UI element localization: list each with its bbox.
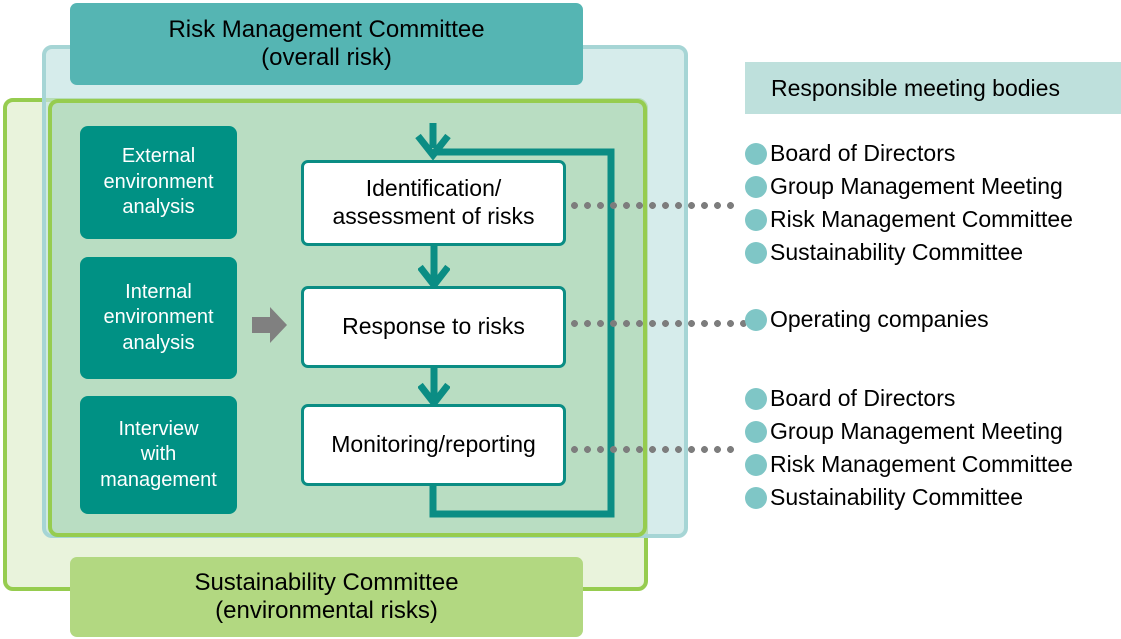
input-box-label: External environment analysis xyxy=(103,145,214,219)
legend-item-label: Sustainability Committee xyxy=(770,239,1024,265)
legend-item-label: Risk Management Committee xyxy=(770,206,1073,232)
legend-item: Sustainability Committee xyxy=(745,236,1121,269)
legend-item: Sustainability Committee xyxy=(745,481,1121,514)
process-box-label: Monitoring/reporting xyxy=(331,431,536,458)
legend-header-label: Responsible meeting bodies xyxy=(771,74,1060,101)
bullet-icon xyxy=(745,486,767,509)
legend-item: Risk Management Committee xyxy=(745,203,1121,236)
input-box-label: Internal environment analysis xyxy=(103,280,214,354)
down-arrow-icon xyxy=(418,366,450,406)
responsible-meeting-bodies-legend: Responsible meeting bodies Board of Dire… xyxy=(745,62,1121,509)
down-arrow-icon xyxy=(418,246,450,288)
legend-item-label: Risk Management Committee xyxy=(770,451,1073,477)
process-box-response-to-risks: Response to risks xyxy=(301,286,566,368)
banner-subtitle: (environmental risks) xyxy=(215,597,438,624)
legend-item-label: Group Management Meeting xyxy=(770,173,1063,199)
legend-group-identification: Board of Directors Group Management Meet… xyxy=(745,137,1121,269)
bullet-icon xyxy=(745,175,767,198)
legend-group-monitoring: Board of Directors Group Management Meet… xyxy=(745,382,1121,514)
legend-item: Risk Management Committee xyxy=(745,448,1121,481)
legend-item-label: Sustainability Committee xyxy=(770,484,1024,510)
bullet-icon xyxy=(745,453,767,476)
input-box-interview-with-management: Interview with management xyxy=(80,396,237,514)
right-arrow-icon xyxy=(252,307,287,343)
risk-management-committee-banner: Risk Management Committee (overall risk) xyxy=(70,3,583,85)
input-box-external-environment-analysis: External environment analysis xyxy=(80,126,237,239)
legend-item: Operating companies xyxy=(745,303,1121,336)
banner-title: Risk Management Committee xyxy=(168,15,485,43)
legend-header: Responsible meeting bodies xyxy=(745,62,1121,114)
legend-item-label: Board of Directors xyxy=(770,385,956,411)
dotted-connector-identification xyxy=(568,202,740,209)
dotted-connector-monitoring xyxy=(568,446,740,453)
input-box-label: Interview with management xyxy=(100,417,217,491)
process-box-label: Identification/ assessment of risks xyxy=(332,175,535,229)
legend-item: Board of Directors xyxy=(745,382,1121,415)
bullet-icon xyxy=(745,142,767,165)
legend-group-response: Operating companies xyxy=(745,303,1121,336)
legend-item-label: Group Management Meeting xyxy=(770,418,1063,444)
legend-item: Board of Directors xyxy=(745,137,1121,170)
feedback-loop-connector xyxy=(415,123,615,518)
legend-item-label: Board of Directors xyxy=(770,140,956,166)
banner-subtitle: (overall risk) xyxy=(261,44,392,71)
process-box-identification-assessment: Identification/ assessment of risks xyxy=(301,160,566,246)
dotted-connector-response xyxy=(568,320,746,327)
process-box-label: Response to risks xyxy=(342,313,525,340)
bullet-icon xyxy=(745,241,767,264)
bullet-icon xyxy=(745,208,767,231)
bullet-icon xyxy=(745,387,767,410)
sustainability-committee-banner: Sustainability Committee (environmental … xyxy=(70,557,583,637)
legend-item: Group Management Meeting xyxy=(745,170,1121,203)
input-box-internal-environment-analysis: Internal environment analysis xyxy=(80,257,237,379)
bullet-icon xyxy=(745,308,767,331)
banner-title: Sustainability Committee xyxy=(194,568,459,596)
bullet-icon xyxy=(745,420,767,443)
legend-item-label: Operating companies xyxy=(770,306,989,332)
process-box-monitoring-reporting: Monitoring/reporting xyxy=(301,404,566,486)
legend-item: Group Management Meeting xyxy=(745,415,1121,448)
